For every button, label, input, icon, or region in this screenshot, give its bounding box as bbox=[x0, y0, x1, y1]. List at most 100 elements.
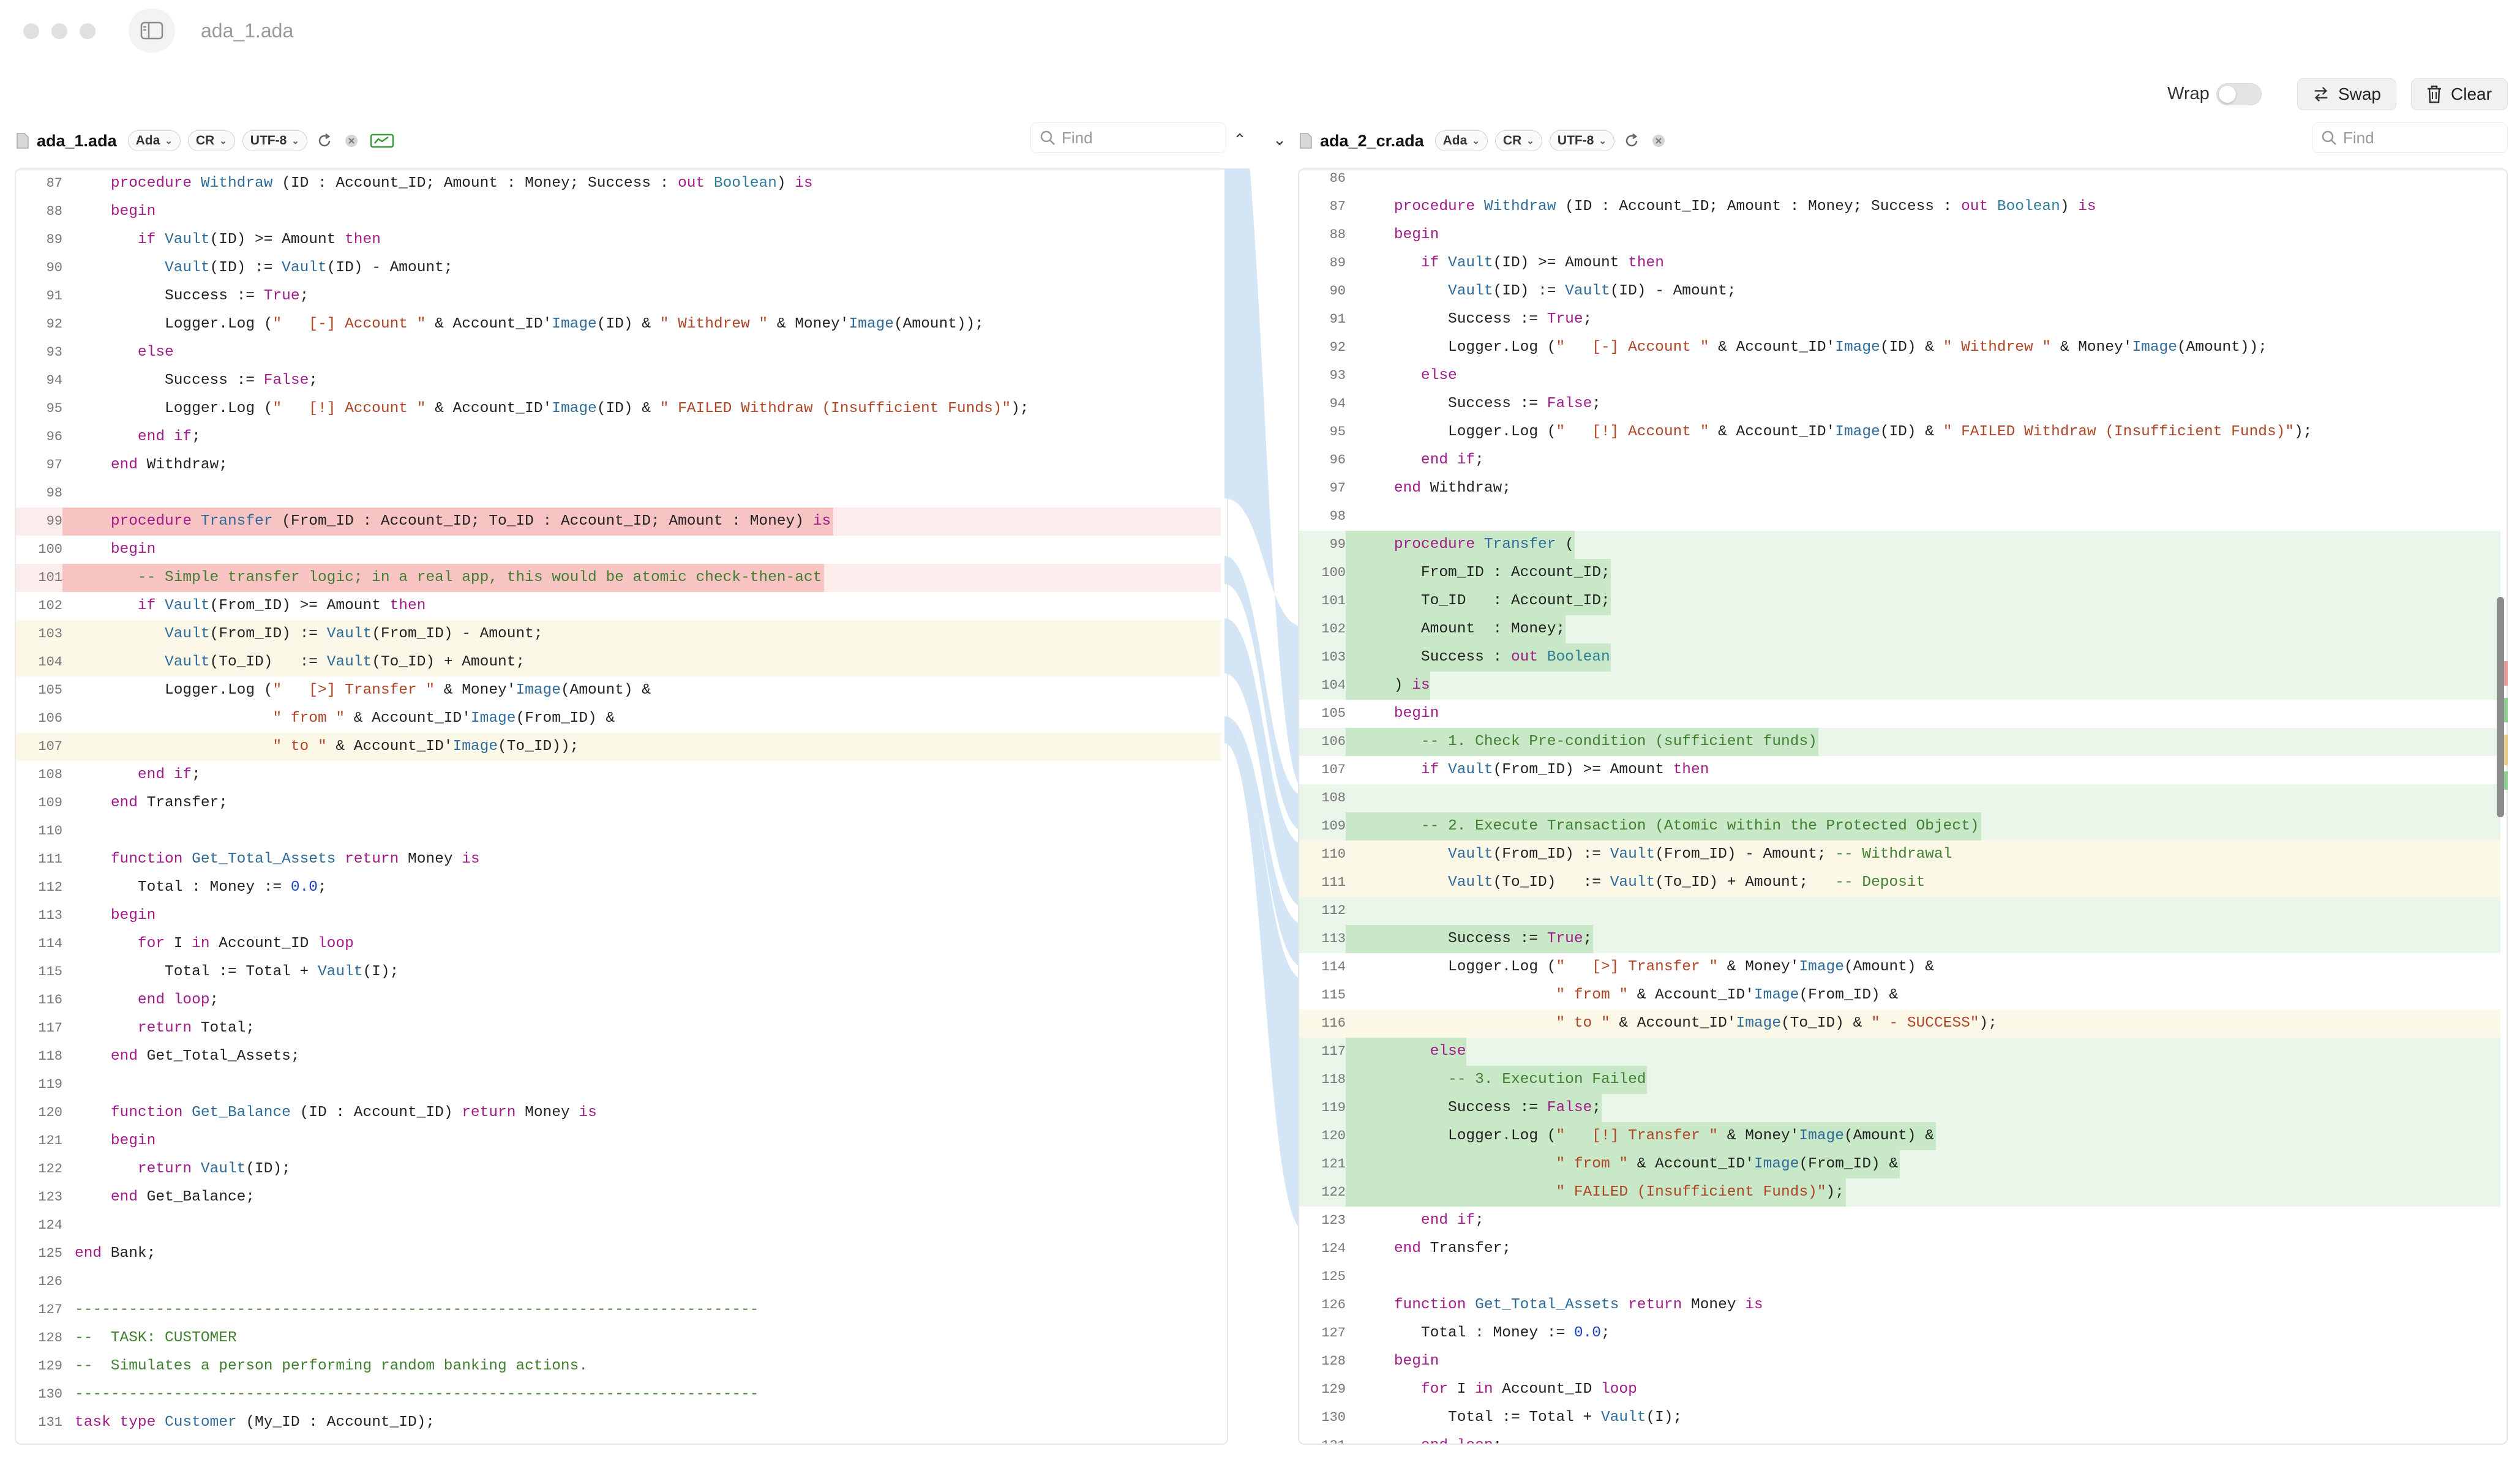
code-token: return bbox=[345, 851, 399, 867]
code-token: Get_Balance; bbox=[137, 1189, 255, 1205]
code-token: (From_ID) := bbox=[1493, 846, 1610, 863]
left-language-select[interactable]: Ada⌄ bbox=[127, 130, 181, 151]
code-token: begin bbox=[110, 203, 156, 220]
sidebar-toggle-button[interactable] bbox=[129, 9, 175, 53]
code-token: ; bbox=[209, 992, 219, 1008]
diff-ribbon bbox=[1224, 618, 1304, 907]
code-text: procedure Withdraw (ID : Account_ID; Amo… bbox=[75, 170, 813, 198]
line-number: 115 bbox=[1321, 987, 1346, 1003]
code-token: Transfer; bbox=[1420, 1240, 1511, 1257]
code-token: & Account_ID' bbox=[1628, 1156, 1754, 1172]
line-number: 111 bbox=[38, 852, 62, 867]
code-token: & Account_ID' bbox=[1709, 424, 1836, 440]
code-text: end Withdraw; bbox=[1358, 474, 1511, 503]
code-token: if bbox=[137, 231, 156, 248]
right-scrollbar[interactable] bbox=[2497, 597, 2504, 817]
left-editor[interactable]: 87 procedure Withdraw (ID : Account_ID; … bbox=[15, 168, 1228, 1445]
code-token: Total : Money := bbox=[1358, 1325, 1574, 1341]
reload-icon[interactable] bbox=[315, 131, 334, 151]
code-token: " from " bbox=[1556, 1156, 1629, 1172]
diff-ribbon bbox=[1224, 168, 1304, 790]
code-token: ; bbox=[1600, 1325, 1610, 1341]
line-number: 96 bbox=[1329, 452, 1346, 468]
code-text: Success := False; bbox=[1358, 390, 1601, 418]
code-token bbox=[1358, 705, 1394, 722]
token-highlight bbox=[62, 508, 833, 536]
code-token: " to " bbox=[1556, 1015, 1610, 1032]
line-number: 126 bbox=[38, 1274, 62, 1289]
reload-icon[interactable] bbox=[1622, 131, 1641, 151]
next-diff-button[interactable]: ⌄ bbox=[1266, 126, 1293, 153]
left-line-ending-select[interactable]: CR⌄ bbox=[187, 130, 235, 151]
row-highlight bbox=[62, 648, 1221, 676]
minimize-window-button[interactable] bbox=[51, 23, 67, 39]
code-text: end Transfer; bbox=[1358, 1235, 1511, 1263]
right-language-select[interactable]: Ada⌄ bbox=[1434, 130, 1488, 151]
code-token: (From_ID) >= Amount bbox=[209, 597, 390, 614]
right-pane-toolbar: ada_2_cr.ada Ada⌄ CR⌄ UTF-8⌄ bbox=[1299, 125, 1668, 156]
gutter-highlight bbox=[1299, 1178, 1346, 1207]
close-window-button[interactable] bbox=[23, 23, 39, 39]
code-line: 129 for I in Account_ID loop bbox=[1299, 1376, 2507, 1404]
close-file-icon[interactable] bbox=[1649, 131, 1668, 151]
diff-stats-icon[interactable] bbox=[369, 131, 396, 151]
code-token: then bbox=[345, 231, 381, 248]
left-encoding-select[interactable]: UTF-8⌄ bbox=[242, 130, 307, 151]
right-encoding-select[interactable]: UTF-8⌄ bbox=[1549, 130, 1614, 151]
line-number: 93 bbox=[1329, 368, 1346, 383]
code-token: end bbox=[110, 795, 138, 811]
code-line: 104 ) is bbox=[1299, 672, 2507, 700]
code-token bbox=[192, 175, 201, 192]
token-highlight bbox=[1346, 615, 1566, 643]
code-token: else bbox=[1420, 367, 1457, 384]
code-text: -- 3. Execution Failed bbox=[1358, 1066, 1646, 1094]
code-token: -- 3. Execution Failed bbox=[1448, 1071, 1646, 1088]
wrap-toggle[interactable] bbox=[2216, 83, 2262, 105]
gutter-highlight bbox=[1299, 615, 1346, 643]
code-token: Boolean bbox=[1547, 649, 1610, 665]
code-text: Logger.Log (" [>] Transfer " & Money'Ima… bbox=[75, 676, 651, 705]
code-token bbox=[75, 541, 111, 558]
code-token: Bank; bbox=[102, 1245, 156, 1262]
code-token bbox=[1358, 255, 1421, 271]
code-text: end if; bbox=[1358, 446, 1484, 474]
token-highlight bbox=[1346, 587, 1611, 615]
left-find-box[interactable]: Find bbox=[1030, 122, 1226, 153]
code-token bbox=[75, 851, 111, 867]
code-text: end Get_Total_Assets; bbox=[75, 1043, 300, 1071]
code-token: (ID) := bbox=[1493, 283, 1566, 299]
code-token: Vault bbox=[326, 654, 372, 670]
code-token bbox=[192, 513, 201, 530]
zoom-window-button[interactable] bbox=[80, 23, 96, 39]
code-line: 126 bbox=[16, 1268, 1227, 1296]
line-number: 124 bbox=[1321, 1241, 1346, 1256]
close-file-icon[interactable] bbox=[342, 131, 361, 151]
clear-button[interactable]: Clear bbox=[2411, 78, 2508, 110]
line-number: 87 bbox=[46, 176, 62, 191]
code-token: end bbox=[75, 1245, 102, 1262]
code-token: Money bbox=[1682, 1297, 1746, 1313]
swap-button[interactable]: Swap bbox=[2297, 78, 2396, 110]
right-find-box[interactable]: Find bbox=[2312, 122, 2508, 153]
line-number: 95 bbox=[46, 401, 62, 416]
code-token: Logger.Log ( bbox=[1358, 1128, 1556, 1144]
previous-diff-button[interactable]: ⌃ bbox=[1226, 126, 1253, 153]
code-token bbox=[1358, 1015, 1556, 1032]
code-line: 89 if Vault(ID) >= Amount then bbox=[16, 226, 1227, 254]
code-line: 113 Success := True; bbox=[1299, 925, 2507, 953]
code-token bbox=[75, 1189, 111, 1205]
code-line: 123 end Get_Balance; bbox=[16, 1183, 1227, 1212]
code-token: begin bbox=[1393, 227, 1439, 243]
code-token: end bbox=[110, 457, 138, 473]
code-token bbox=[1358, 818, 1421, 834]
code-token: & Account_ID' bbox=[1628, 987, 1754, 1003]
code-line: 130-------------------------------------… bbox=[16, 1380, 1227, 1409]
line-number: 129 bbox=[38, 1358, 62, 1374]
code-token: out bbox=[1510, 649, 1539, 665]
file-icon bbox=[17, 133, 29, 149]
token-highlight bbox=[1346, 1066, 1647, 1094]
line-number: 130 bbox=[1321, 1410, 1346, 1425]
right-line-ending-select[interactable]: CR⌄ bbox=[1494, 130, 1542, 151]
code-line: 102 if Vault(From_ID) >= Amount then bbox=[16, 592, 1227, 620]
